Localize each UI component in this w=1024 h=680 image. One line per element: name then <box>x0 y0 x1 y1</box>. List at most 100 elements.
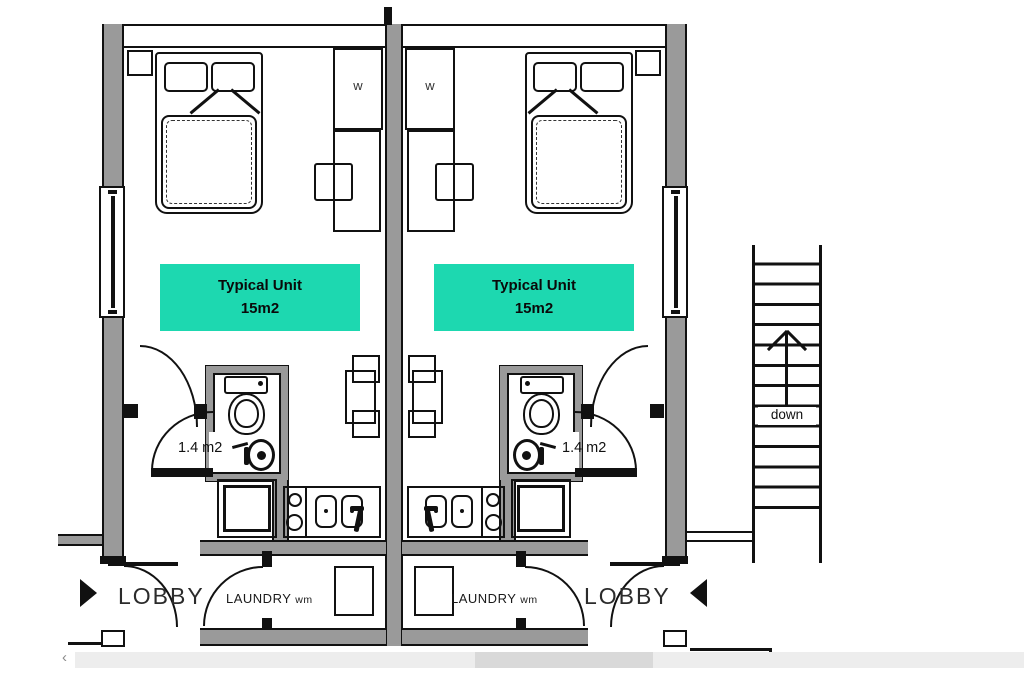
stair-down-label: down <box>758 407 816 425</box>
hob-burner-large <box>286 514 303 531</box>
center-wall-top-stub <box>384 7 392 25</box>
entrance-arrow-right-icon <box>690 579 707 607</box>
unit-left <box>124 0 394 680</box>
bed-duvet <box>161 115 257 209</box>
wardrobe-label-right: w <box>425 78 435 93</box>
bath-area-label-left: 1.4 m2 <box>178 440 223 456</box>
wardrobe-label-left: w <box>353 78 363 93</box>
toilet-flush-button <box>258 381 263 386</box>
unit-label-right-area: 15m2 <box>514 299 554 317</box>
kitchen-counter <box>283 486 381 538</box>
kitchen-counter-divider <box>305 486 307 538</box>
bed-pillow-1 <box>580 62 624 92</box>
wash-basin-drain <box>257 451 266 460</box>
staircase-lower-rails <box>752 511 822 563</box>
right-window-glass-line <box>674 196 678 308</box>
laundry-door-jamb-bottom <box>262 618 272 632</box>
left-wall-end-cap <box>100 556 126 564</box>
lobby-lintel-right <box>610 562 680 566</box>
right-wall-end-cap <box>662 556 688 564</box>
hob-burner-small <box>486 493 500 507</box>
laundry-label-right: LAUNDRY wm <box>451 591 538 606</box>
bed-duvet-stitch <box>536 120 622 204</box>
washing-machine <box>334 566 374 616</box>
laundry-label-left: LAUNDRY wm <box>226 591 313 606</box>
bed-duvet-stitch <box>166 120 252 204</box>
right-wall-bottom-block <box>663 630 687 647</box>
lobby-lintel-left <box>108 562 178 566</box>
unit-label-left-area: 15m2 <box>240 299 280 317</box>
right-window-top-tick <box>671 190 680 194</box>
center-party-wall <box>385 24 403 646</box>
laundry-door-jamb-top <box>262 551 272 567</box>
toilet-bowl-inner <box>529 399 554 428</box>
entry-door-jamb-wall <box>650 404 664 418</box>
left-window-bottom-tick <box>108 310 117 314</box>
desk <box>407 130 455 232</box>
lobby-label-left: LOBBY <box>118 583 205 609</box>
unit-label-right: Typical Unit 15m2 <box>434 264 634 331</box>
nightstand <box>127 50 153 76</box>
bottom-right-step-line-1 <box>690 648 772 651</box>
toilet-flush-button <box>525 381 530 386</box>
sink-basin-2-drain <box>350 509 354 513</box>
scrollbar-left-chevron-icon[interactable]: ‹ <box>62 649 67 666</box>
laundry-bottom-wall <box>200 628 386 646</box>
bottom-left-wall-line <box>68 642 101 645</box>
bed-pillow-1 <box>164 62 208 92</box>
right-window-bottom-tick <box>671 310 680 314</box>
bed <box>155 52 263 214</box>
toilet-bowl <box>228 393 265 435</box>
unit-label-left-name: Typical Unit <box>218 277 302 294</box>
sink-basin-1-drain <box>460 509 464 513</box>
hob-burner-small <box>288 493 302 507</box>
bathroom-door-leaf <box>151 468 213 477</box>
left-wall-bottom-block <box>101 630 125 647</box>
kitchen-back-wall <box>402 540 588 556</box>
unit-label-right-name: Typical Unit <box>492 277 576 294</box>
laundry-text-right: LAUNDRY <box>451 591 517 606</box>
washing-machine <box>414 566 454 616</box>
bathroom-door-opening <box>209 432 219 472</box>
horizontal-scrollbar-thumb[interactable] <box>475 652 653 668</box>
bath-area-label-right: 1.4 m2 <box>562 440 607 456</box>
left-window-glass-line <box>111 196 115 308</box>
stair-arrow-shaft <box>785 331 788 408</box>
left-window <box>99 186 125 318</box>
sink-basin-1-drain <box>324 509 328 513</box>
washer-text-left: wm <box>295 594 313 606</box>
dining-table <box>412 370 443 424</box>
dining-chair-top <box>352 355 380 383</box>
shower-tray-inner <box>223 485 271 532</box>
shower-tray-inner <box>517 485 565 532</box>
nightstand <box>635 50 661 76</box>
laundry-door-jamb-top <box>516 551 526 567</box>
wash-basin-tap <box>539 447 544 465</box>
wash-basin-drain <box>522 451 531 460</box>
kitchen-back-wall <box>200 540 386 556</box>
sink-faucet-spout <box>350 506 364 511</box>
unit-label-left: Typical Unit 15m2 <box>160 264 360 331</box>
bathroom-door-leaf <box>575 468 637 477</box>
stair-connector-wall <box>687 531 753 542</box>
wash-basin-tap <box>244 447 249 465</box>
laundry-bottom-wall <box>402 628 588 646</box>
entry-door-jamb-wall <box>124 404 138 418</box>
dining-chair-bottom <box>352 410 380 438</box>
toilet-bowl-inner <box>234 399 259 428</box>
unit-right <box>394 0 664 680</box>
wardrobe <box>333 48 383 130</box>
lobby-label-right: LOBBY <box>584 583 671 609</box>
desk <box>333 130 381 232</box>
kitchen-counter-divider <box>481 486 483 538</box>
exterior-wall-stub-left <box>58 534 102 546</box>
entrance-arrow-left-icon <box>80 579 97 607</box>
dining-table <box>345 370 376 424</box>
hob-burner-large <box>485 514 502 531</box>
right-window <box>662 186 688 318</box>
left-window-top-tick <box>108 190 117 194</box>
sink-basin-1 <box>315 495 337 528</box>
washer-text-right: wm <box>520 594 538 606</box>
shower-tray-outer <box>217 479 277 538</box>
